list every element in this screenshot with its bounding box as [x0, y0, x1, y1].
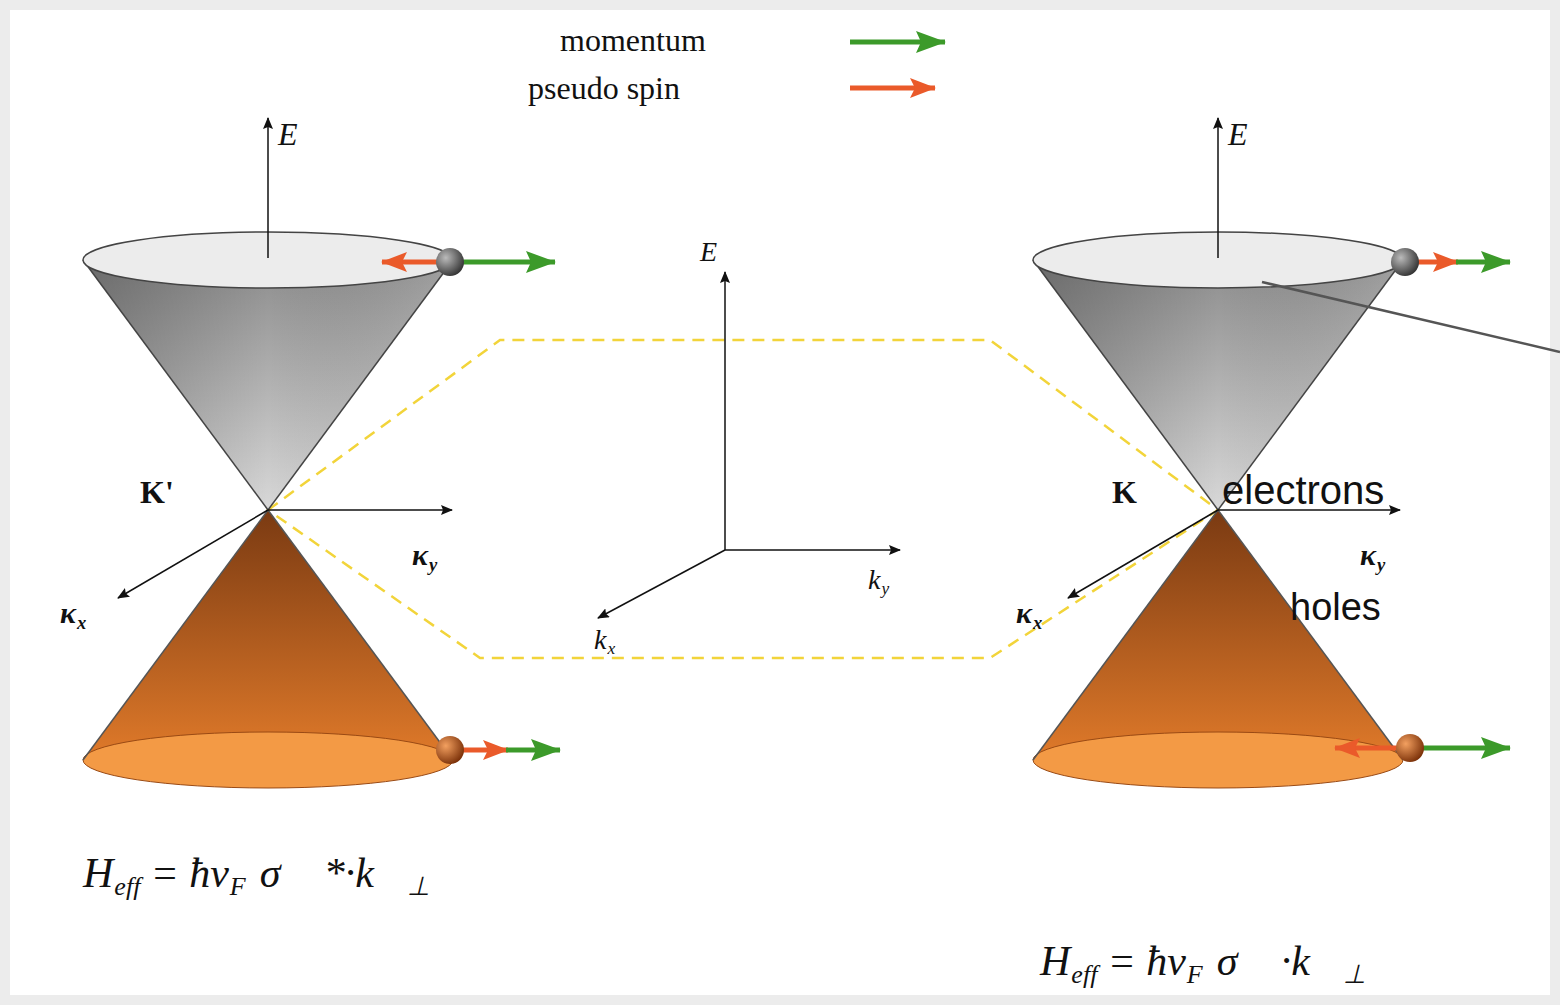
hamiltonian: H — [83, 850, 113, 896]
band-label-group: holes — [1290, 588, 1381, 626]
subscript: eff — [114, 872, 140, 901]
hamiltonian: = ħv — [1107, 938, 1185, 984]
valley-label-group: K' — [140, 476, 174, 508]
axis-label-group: E — [1228, 118, 1248, 150]
band-label-group: electrons — [1222, 470, 1384, 510]
subscript: F — [1187, 960, 1203, 989]
momentum-arrow — [850, 40, 945, 45]
axis-label: κ — [60, 596, 76, 629]
axis-label-group: ky — [868, 566, 889, 598]
axis-label-group: κy — [1360, 540, 1385, 574]
valley-label-group: K — [1112, 476, 1137, 508]
axis-label: κ — [412, 538, 428, 571]
axis-label-group: κx — [60, 598, 86, 632]
subscript: y — [429, 554, 437, 575]
axis-label: E — [278, 116, 298, 152]
hamiltonian-group: Heff = ħvFσ⃗ ·k⃗⊥ — [1040, 940, 1366, 988]
valley-label: K' — [140, 474, 174, 510]
axis-label: κ — [1360, 538, 1376, 571]
center-axes — [598, 272, 900, 618]
pseudospin-arrow — [850, 86, 935, 91]
subscript: ⊥ — [1343, 960, 1366, 989]
legend-label: momentum — [560, 24, 706, 56]
hamiltonian: σ⃗ ·k⃗ — [1217, 938, 1343, 984]
band-label: electrons — [1222, 468, 1384, 512]
subscript: x — [77, 612, 86, 633]
dirac-cone-left — [83, 118, 560, 788]
axis-label-group: κy — [412, 540, 437, 574]
hamiltonian: H — [1040, 938, 1070, 984]
axis-label: k — [868, 564, 880, 595]
subscript: ⊥ — [407, 872, 430, 901]
valley-label: K — [1112, 474, 1137, 510]
axis-label-group: E — [700, 238, 717, 266]
subscript: eff — [1071, 960, 1097, 989]
axis-label-group: E — [278, 118, 298, 150]
subscript: x — [607, 639, 615, 658]
subscript: y — [881, 579, 889, 598]
hamiltonian: σ⃗ *·k⃗ — [260, 850, 407, 896]
band-label: holes — [1290, 586, 1381, 628]
axis-label: E — [1228, 116, 1248, 152]
axis-label: E — [700, 236, 717, 267]
legend-label: pseudo spin — [528, 72, 680, 104]
hamiltonian-group: Heff = ħvFσ⃗ *·k⃗⊥ — [83, 852, 430, 900]
subscript: y — [1377, 554, 1385, 575]
brillouin-zone — [268, 340, 1218, 658]
dirac-cone-right — [1033, 118, 1560, 788]
leader-line — [1262, 282, 1560, 352]
subscript: F — [230, 872, 246, 901]
axis-label-group: kx — [594, 626, 615, 658]
axis-label: κ — [1016, 596, 1032, 629]
axis-label: k — [594, 624, 606, 655]
axis-label-group: κx — [1016, 598, 1042, 632]
subscript: x — [1033, 612, 1042, 633]
hamiltonian: = ħv — [150, 850, 228, 896]
